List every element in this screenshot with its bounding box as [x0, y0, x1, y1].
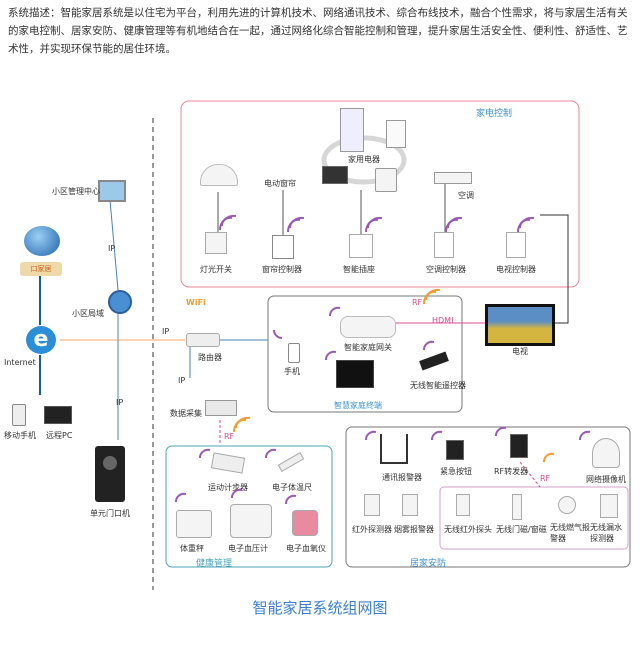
laptop-label: 远程PC — [46, 431, 73, 440]
alarm-host-icon — [380, 434, 408, 464]
ac-unit-icon — [434, 172, 472, 184]
rf-label-2: RF — [412, 298, 423, 307]
logo-badge: 口家居 — [20, 262, 62, 276]
mobile-label: 移动手机 — [4, 431, 36, 440]
ip-label-2: IP — [162, 327, 170, 336]
description-label: 系统描述： — [8, 7, 61, 19]
mobile-phone-icon — [12, 404, 26, 426]
rf-transmitter-label: RF转发器 — [494, 467, 529, 476]
home-gateway-icon — [340, 316, 396, 338]
smoke-detector-label: 烟雾报警器 — [394, 525, 434, 534]
smart-socket-label: 智能插座 — [343, 265, 375, 274]
health-management-box — [165, 445, 333, 568]
globe-icon — [24, 226, 60, 256]
smoke-detector-icon — [402, 494, 418, 516]
laptop-icon — [44, 406, 72, 424]
water-detector-icon — [600, 494, 618, 518]
bp-meter-label: 电子血压计 — [228, 544, 268, 553]
gas-detector-label: 无线燃气报警器 — [550, 523, 590, 543]
washing-machine-icon — [375, 168, 397, 192]
smartphone-icon — [288, 343, 300, 363]
curtain-label: 电动窗帘 — [264, 179, 296, 188]
phone-label: 手机 — [284, 367, 300, 376]
appliances-label: 家用电器 — [348, 155, 380, 164]
gas-detector-icon — [558, 496, 576, 514]
doorbell-label: 单元门口机 — [90, 509, 130, 518]
rf-label-3: RF — [540, 474, 551, 483]
light-switch-label: 灯光开关 — [200, 265, 232, 274]
wifi-router-label: 路由器 — [198, 353, 222, 362]
router-hub-icon — [108, 290, 132, 314]
thermometer-label: 电子体温尺 — [272, 483, 312, 492]
data-collector-label: 数据采集 — [170, 409, 202, 418]
community-center-label: 小区管理中心 — [52, 187, 100, 196]
television-icon — [485, 304, 555, 346]
diagram-caption: 智能家居系统组网图 — [252, 599, 388, 617]
tv-controller-icon — [506, 232, 526, 258]
bp-meter-icon — [230, 504, 272, 538]
data-collector-icon — [205, 400, 237, 416]
remote-label: 无线智能遥控器 — [410, 381, 466, 390]
health-section-title: 健康管理 — [196, 559, 233, 569]
light-switch-icon — [205, 232, 227, 254]
ir-curtain-label: 无线红外探头 — [444, 525, 492, 534]
home-security-box — [345, 426, 631, 568]
camera-label: 网络摄像机 — [586, 475, 626, 484]
ir-curtain-icon — [456, 494, 470, 516]
panic-button-label: 紧急按钮 — [440, 467, 472, 476]
doorbell-intercom-icon — [95, 446, 125, 502]
water-detector-label: 无线漏水探测器 — [590, 523, 622, 543]
rf-transmitter-icon — [510, 434, 528, 458]
ac-controller-icon — [434, 232, 454, 258]
internet-label: Internet — [4, 358, 36, 367]
appliance-control-box — [180, 100, 580, 288]
rf-label-1: RF — [224, 432, 235, 441]
ir-detector-label: 红外探测器 — [352, 525, 392, 534]
bp-wrist-icon — [292, 510, 318, 536]
scale-label: 体重秤 — [180, 544, 204, 553]
ip-camera-icon — [592, 438, 620, 468]
wifi-tag-label: WiFi — [186, 298, 206, 307]
ac-controller-label: 空调控制器 — [426, 265, 466, 274]
curtain-controller-icon — [272, 235, 294, 259]
ac-label: 空调 — [458, 191, 474, 200]
system-description: 系统描述：智能家居系统是以住宅为平台，利用先进的计算机技术、网络通讯技术、综合布… — [8, 4, 632, 58]
internet-explorer-icon: e — [26, 326, 56, 354]
computer-icon — [98, 180, 126, 202]
smart-terminal-title: 智慧家庭终端 — [334, 401, 382, 410]
appliance-section-title: 家电控制 — [476, 109, 513, 119]
door-sensor-label: 无线门磁/窗磁 — [496, 525, 547, 534]
tv-label: 电视 — [512, 347, 528, 356]
door-sensor-icon — [512, 494, 522, 520]
fridge-icon — [340, 108, 364, 152]
sport-band-label: 运动计步器 — [208, 483, 248, 492]
home-gateway-label: 智能家庭网关 — [344, 343, 392, 352]
weighing-scale-icon — [176, 510, 212, 538]
smart-socket-icon — [349, 234, 373, 258]
logo-text: 口家居 — [30, 265, 52, 273]
tablet-terminal-icon — [336, 360, 374, 388]
ip-label-1: IP — [108, 244, 116, 253]
panic-button-icon — [446, 440, 464, 460]
security-sub-box — [439, 486, 629, 550]
smart-terminal-box — [267, 295, 463, 413]
ip-label-3: IP — [116, 398, 124, 407]
security-section-title: 居家安防 — [410, 559, 447, 569]
description-text: 智能家居系统是以住宅为平台，利用先进的计算机技术、网络通讯技术、综合布线技术，融… — [8, 7, 628, 55]
bp-wrist-label: 电子血氧仪 — [286, 544, 326, 553]
tv-controller-label: 电视控制器 — [496, 265, 536, 274]
water-heater-icon — [386, 120, 406, 148]
curtain-controller-label: 窗帘控制器 — [262, 265, 302, 274]
microwave-icon — [322, 166, 348, 184]
hdmi-label: HDMI — [432, 316, 454, 325]
alarm-host-label: 通讯报警器 — [382, 473, 422, 482]
community-router-label: 小区局域 — [72, 309, 104, 318]
ip-label-4: IP — [178, 376, 186, 385]
wifi-router-icon — [186, 333, 220, 347]
ir-detector-icon — [364, 494, 380, 516]
